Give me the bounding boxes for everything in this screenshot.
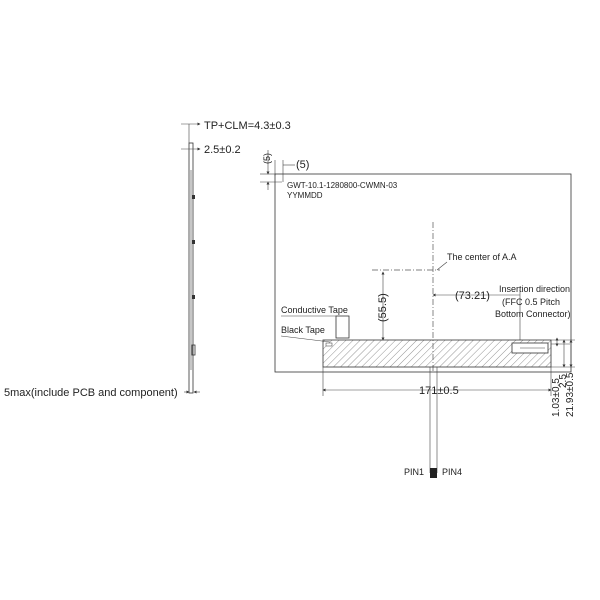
side-view: TP+CLM=4.3±0.3 2.5±0.2 5max(include PCB … (4, 120, 291, 399)
pin-last-label: PIN4 (442, 467, 462, 477)
dim-h1-label: 1.03±0.5 (551, 378, 562, 417)
insertion-direction-line2: (FFC 0.5 Pitch (502, 297, 560, 307)
dim-h2-label: 21.93±0.5 (565, 372, 576, 417)
insertion-direction-line3: Bottom Connector) (495, 309, 571, 319)
date-code: YYMMDD (287, 191, 323, 200)
dim-thickness-label: 2.5±0.2 (204, 144, 241, 156)
dim-max-label: 5max(include PCB and component) (4, 387, 178, 399)
fpc-contact (430, 468, 437, 478)
model-number: GWT-10.1-1280800-CWMN-03 (287, 181, 398, 190)
dim-width-label: 171±0.5 (419, 385, 459, 397)
offset-x-label: (5) (296, 159, 309, 171)
dim-h3-label: 2.5 (558, 374, 569, 388)
dim-horizontal-label: (73.21) (455, 290, 490, 302)
insertion-direction-line1: Insertion direction (499, 284, 570, 294)
black-tape-label: Black Tape (281, 325, 325, 335)
conductive-tape-label: Conductive Tape (281, 305, 348, 315)
offset-y-label: (5) (262, 153, 272, 164)
center-aa-label: The center of A.A (447, 252, 517, 262)
panel-outline (274, 173, 572, 373)
side-panel-body (188, 142, 194, 394)
conductive-tape (335, 315, 350, 339)
dim-tp-clm-label: TP+CLM=4.3±0.3 (204, 120, 291, 132)
front-view: (5) (5) GWT-10.1-1280800-CWMN-03 YYMMDD … (260, 150, 576, 478)
dim-vertical-label: (55.5) (377, 293, 389, 322)
pin-first-label: PIN1 (404, 467, 424, 477)
